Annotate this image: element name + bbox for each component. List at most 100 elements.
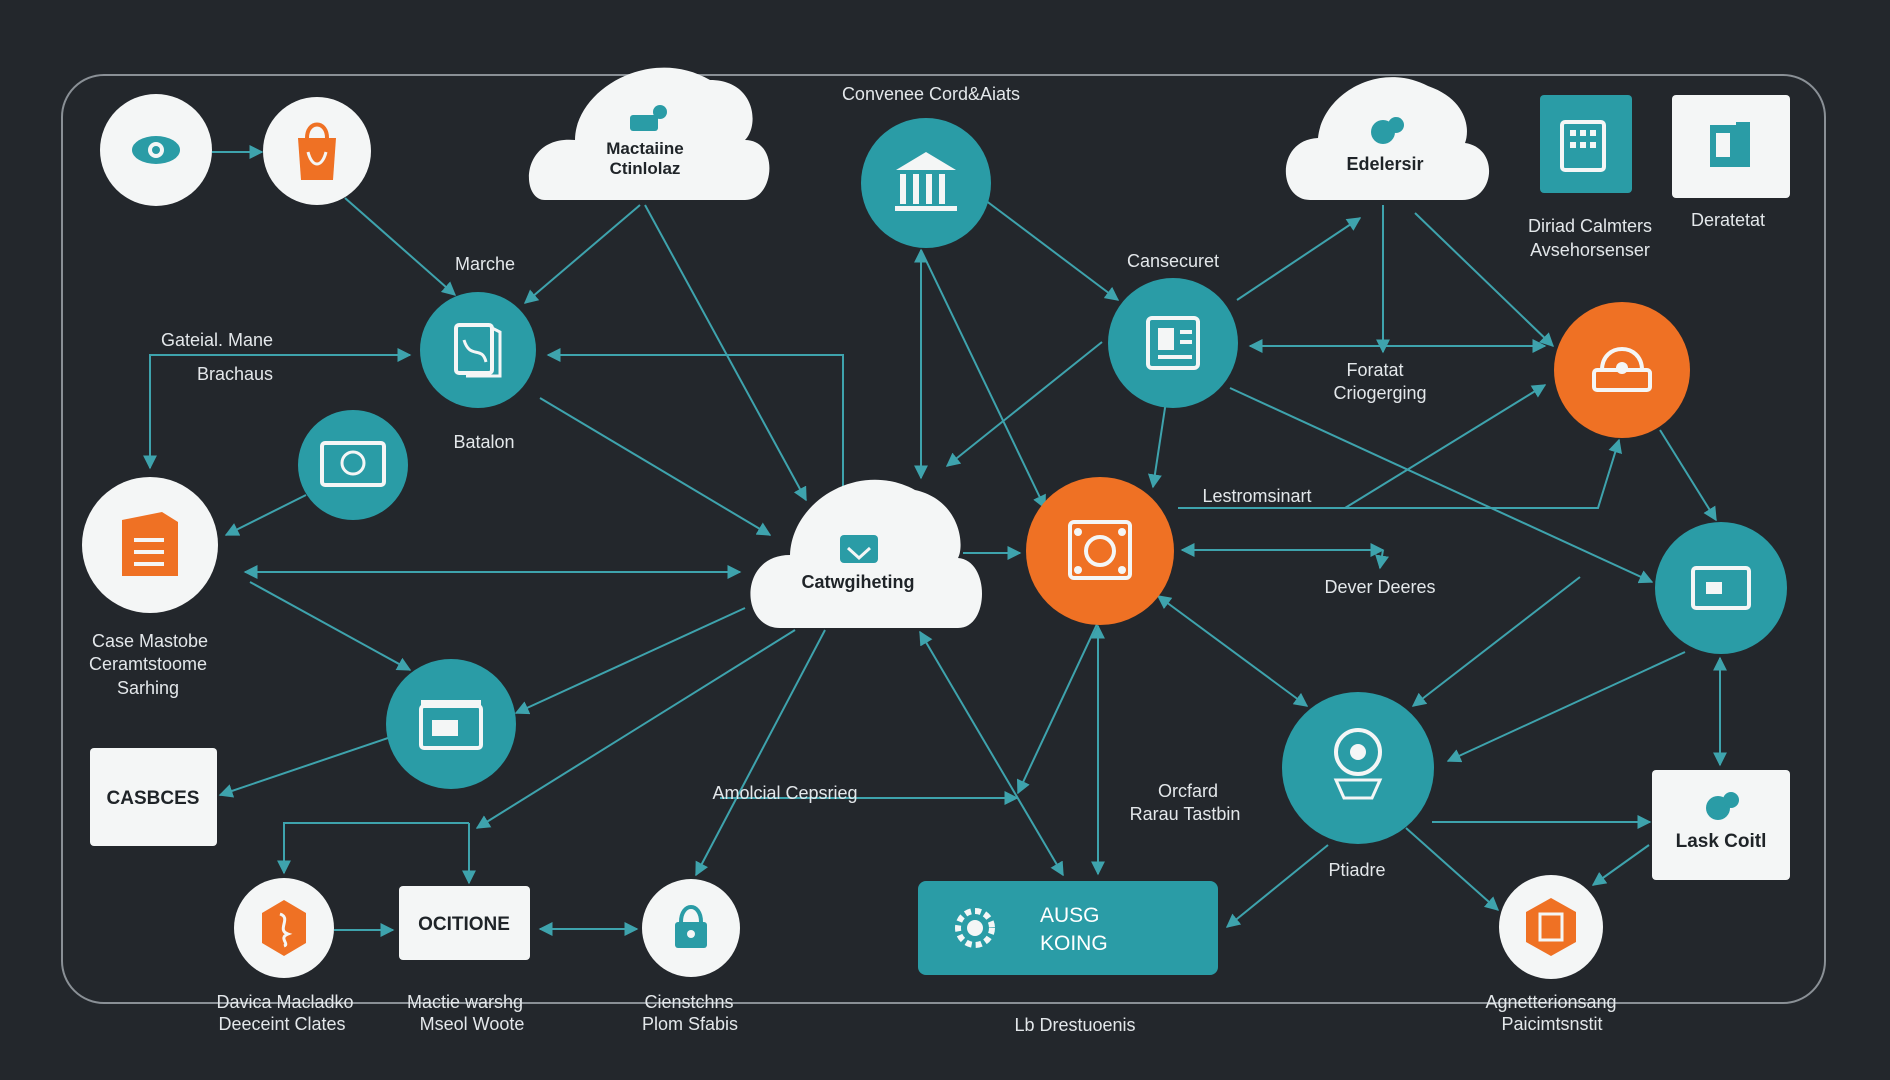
cloud-top-right[interactable]: Edelersir (1285, 77, 1490, 200)
eye-icon (132, 136, 180, 164)
cloud-top-left[interactable]: Mactaiine Ctinlolaz (528, 67, 770, 200)
node-clipboard[interactable] (1108, 278, 1238, 408)
edge (1016, 621, 1099, 795)
label-orcfard-1: Orcfard (1158, 781, 1218, 801)
lock-icon (1592, 347, 1652, 392)
edge (523, 204, 641, 304)
cloud-icon (1371, 117, 1404, 144)
box-ausg-koing[interactable]: AUSG KOING (918, 881, 1218, 975)
cloud-icon (630, 105, 667, 131)
node-machine[interactable] (386, 659, 516, 789)
box-ocitione[interactable]: OCITIONE (399, 886, 530, 960)
edge (1225, 844, 1329, 928)
edge (1344, 384, 1547, 509)
monitor-icon (320, 441, 386, 487)
node-lock-orange[interactable] (1554, 302, 1690, 438)
label-ptiadre: Ptiadre (1328, 860, 1385, 880)
clipboard-icon (1146, 316, 1200, 370)
box-label: CASBCES (107, 788, 200, 809)
label-foratat-2: Criogerging (1333, 383, 1426, 403)
cloud-icon (840, 535, 878, 563)
edge (1178, 438, 1622, 509)
node-shield-orange[interactable] (1499, 875, 1603, 979)
label-cansecuret: Cansecuret (1127, 251, 1219, 271)
lock-icon (675, 905, 707, 948)
edge (644, 204, 807, 502)
edge (1591, 844, 1650, 886)
box-label: KOING (1040, 932, 1108, 955)
diagram-frame (61, 74, 1826, 1004)
node-robot[interactable] (1282, 692, 1434, 844)
label-bottom-3a: Cienstchns (644, 992, 733, 1012)
node-hub[interactable] (1026, 477, 1174, 625)
edge (1156, 595, 1309, 707)
node-document[interactable] (420, 292, 536, 408)
cloud-icon (1706, 792, 1739, 820)
node-screen[interactable] (1655, 522, 1787, 654)
edge (919, 630, 1064, 877)
document-icon (454, 323, 502, 378)
edge (920, 249, 1046, 510)
node-terminal[interactable] (1672, 95, 1790, 198)
server-icon (122, 512, 178, 576)
edge (143, 348, 412, 470)
edge (277, 822, 469, 875)
label-case-2: Ceramtstoome (89, 654, 207, 674)
node-bank[interactable] (861, 118, 991, 248)
label-deratetat: Deratetat (1691, 210, 1765, 230)
label-bottom-1a: Davica Macladko (216, 992, 353, 1012)
machine-icon (419, 700, 483, 750)
node-hexagon[interactable] (234, 878, 334, 978)
cloud-label: Ctinlolaz (610, 159, 681, 178)
node-monitor[interactable] (298, 410, 408, 520)
label-bottom-5a: Agnetterionsang (1485, 992, 1616, 1012)
connections (143, 145, 1727, 937)
box-label: Lask Coitl (1676, 831, 1767, 852)
gear-icon (955, 908, 995, 948)
edge (945, 341, 1103, 467)
edge (695, 629, 826, 877)
edge (224, 494, 307, 536)
label-marche: Marche (455, 254, 515, 274)
edge (1229, 387, 1654, 584)
box-lask-coitl[interactable]: Lask Coitl (1652, 770, 1790, 880)
node-server[interactable] (82, 477, 218, 613)
label-bottom-1b: Deeceint Clates (218, 1014, 345, 1034)
hub-icon (1068, 520, 1132, 580)
shield-icon (1526, 898, 1576, 956)
edge (1405, 827, 1500, 911)
box-label: AUSG (1040, 904, 1100, 927)
node-cabinet[interactable] (1540, 95, 1632, 193)
label-foratat-1: Foratat (1346, 360, 1403, 380)
node-lock-white[interactable] (642, 879, 740, 977)
label-case-1: Case Mastobe (92, 631, 208, 651)
bag-icon (298, 122, 336, 180)
edge (984, 199, 1120, 301)
label-bottom-2b: Mseol Woote (420, 1014, 525, 1034)
label-convenee: Convenee Cord&Aiats (842, 84, 1020, 104)
edge (1414, 212, 1555, 347)
bank-icon (895, 152, 957, 211)
hexagon-icon (262, 900, 306, 956)
label-digital-1: Diriad Calmters (1528, 216, 1652, 236)
screen-icon (1691, 566, 1751, 610)
edge (1411, 576, 1581, 707)
edge (1375, 549, 1389, 570)
label-bottom-3b: Plom Sfabis (642, 1014, 738, 1034)
edge (218, 737, 389, 798)
node-eye[interactable] (100, 94, 212, 206)
label-amolcial: Amolcial Cepsrieg (712, 783, 857, 803)
node-bag[interactable] (263, 97, 371, 205)
label-digital-2: Avsehorsenser (1530, 240, 1650, 260)
cloud-center[interactable]: Catwgiheting (750, 479, 982, 628)
box-casbces[interactable]: CASBCES (90, 748, 217, 846)
edge (546, 348, 844, 490)
label-case-3: Sarhing (117, 678, 179, 698)
monitor-icon (1710, 122, 1750, 167)
cloud-label: Edelersir (1346, 154, 1423, 174)
label-gateial-2: Brachaus (197, 364, 273, 384)
edge (1659, 429, 1717, 522)
edge (344, 197, 457, 296)
label-bottom-5b: Paicimtsnstit (1501, 1014, 1602, 1034)
